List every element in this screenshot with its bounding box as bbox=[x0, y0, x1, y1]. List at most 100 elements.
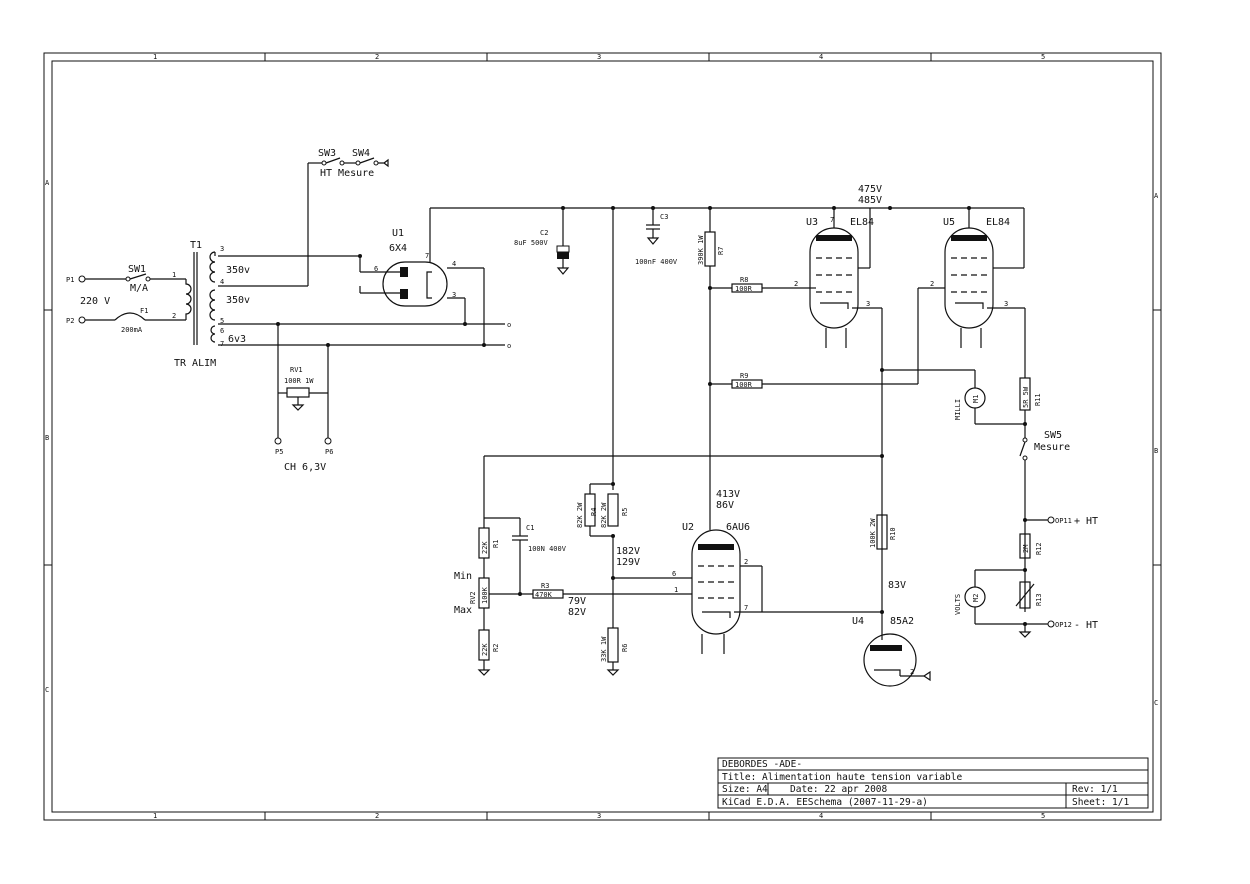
r12-ref: R12 bbox=[1035, 542, 1043, 555]
t1-heater-coil bbox=[210, 325, 216, 343]
t1-pin: 2 bbox=[172, 312, 176, 320]
t1-pin: 7 bbox=[220, 340, 224, 348]
t1-secondary-coil bbox=[209, 251, 216, 283]
rv2-value: 100K bbox=[481, 586, 489, 604]
u4-value: 85A2 bbox=[890, 616, 914, 627]
milli-meter-section: M1 MILLI 5R 5W R11 SW5 Mesure bbox=[880, 368, 1070, 612]
m2-ref: M2 bbox=[972, 594, 980, 602]
max-label: Max bbox=[454, 605, 472, 616]
winding-350-label: 350v bbox=[226, 295, 250, 306]
c2-ref: C2 bbox=[540, 229, 548, 237]
col-label: 3 bbox=[597, 53, 601, 61]
date-text: Date: 22 apr 2008 bbox=[790, 784, 888, 795]
t1-primary-coil bbox=[185, 279, 192, 320]
r6-value: 33K 1W bbox=[600, 636, 608, 662]
heater-voltage-label: CH 6,3V bbox=[284, 462, 326, 473]
p6-connector bbox=[324, 437, 332, 445]
t1-ref: T1 bbox=[190, 240, 202, 251]
r13-ref: R13 bbox=[1035, 593, 1043, 606]
svg-text:o: o bbox=[507, 321, 511, 329]
u1-pin: 6 bbox=[374, 265, 378, 273]
c1-value: 100N 400V bbox=[528, 545, 567, 553]
col-label: 2 bbox=[375, 53, 379, 61]
c3-value: 100nF 400V bbox=[635, 258, 678, 266]
r5-ref: R5 bbox=[621, 508, 629, 516]
row-label: C bbox=[45, 686, 49, 694]
sw1-switch bbox=[129, 273, 147, 280]
u3-el84-tube: U3 EL84 2 7 3 475V 485V bbox=[794, 184, 892, 612]
ht-mesure-label: HT Mesure bbox=[320, 168, 374, 179]
ht-measure-switch: SW3 SW4 HT Mesure bbox=[307, 148, 389, 286]
sw5-ref: SW5 bbox=[1044, 430, 1062, 441]
c1-ref: C1 bbox=[526, 524, 534, 532]
ht-minus-label: - HT bbox=[1074, 620, 1098, 631]
c3-ref: C3 bbox=[660, 213, 668, 221]
col-label: 4 bbox=[819, 53, 823, 61]
u3-pin: 3 bbox=[866, 300, 870, 308]
t1-pin: 5 bbox=[220, 317, 224, 325]
p1-label: P1 bbox=[66, 276, 74, 284]
u5-ref: U5 bbox=[943, 217, 955, 228]
v413-label: 413V bbox=[716, 489, 740, 500]
col-label: 5 bbox=[1041, 812, 1045, 820]
t1-pin: 4 bbox=[220, 278, 224, 286]
r9-value: 100R bbox=[735, 381, 753, 389]
v129-label: 129V bbox=[616, 557, 640, 568]
row-label: A bbox=[45, 179, 50, 187]
p5-connector bbox=[274, 437, 282, 445]
filter-section: C2 8uF 500V C3 100nF 400V 390K 1W R7 bbox=[514, 206, 725, 530]
rv1-heater-balance: RV1 100R 1W P5 P6 CH 6,3V bbox=[274, 322, 333, 473]
author-text: DEBORDES -ADE- bbox=[722, 759, 802, 770]
op12-connector bbox=[1047, 620, 1055, 628]
winding-350-label: 350v bbox=[226, 265, 250, 276]
milli-label: MILLI bbox=[954, 399, 962, 420]
f1-ref: F1 bbox=[140, 307, 148, 315]
t1-secondary-coil bbox=[209, 289, 216, 321]
tool-text: KiCad E.D.A. EESchema (2007-11-29-a) bbox=[722, 797, 928, 808]
u3-ref: U3 bbox=[806, 217, 818, 228]
r11-value: 5R 5W bbox=[1022, 386, 1030, 408]
u5-pin: 3 bbox=[1004, 300, 1008, 308]
v182-label: 182V bbox=[616, 546, 640, 557]
output-section: OP11 + HT 2M R12 R13 M2 VOLTS OP12 - HT bbox=[954, 516, 1098, 638]
u3-pin: 7 bbox=[830, 216, 834, 224]
svg-text:o: o bbox=[507, 342, 511, 350]
rev-text: Rev: 1/1 bbox=[1072, 784, 1118, 795]
row-label: C bbox=[1154, 699, 1158, 707]
r5-value: 82K 2W bbox=[600, 502, 608, 528]
u1-pin: 3 bbox=[452, 291, 456, 299]
col-label: 3 bbox=[597, 812, 601, 820]
rv2-ref: RV2 bbox=[469, 591, 477, 604]
m1-ref: M1 bbox=[972, 395, 980, 403]
t1-pin: 3 bbox=[220, 245, 224, 253]
row-label: B bbox=[1154, 447, 1158, 455]
r7-ref: R7 bbox=[717, 247, 725, 255]
f1-value: 200mA bbox=[121, 326, 143, 334]
sw4-ref: SW4 bbox=[352, 148, 370, 159]
p5-label: P5 bbox=[275, 448, 283, 456]
row-label: A bbox=[1154, 192, 1159, 200]
v86-label: 86V bbox=[716, 500, 734, 511]
screen-resistors: R8 100R R9 100R bbox=[708, 276, 945, 389]
winding-6v3-label: 6v3 bbox=[228, 334, 246, 345]
u2-pin: 1 bbox=[674, 586, 678, 594]
r13-resistor bbox=[1019, 581, 1031, 609]
c2-value: 8uF 500V bbox=[514, 239, 549, 247]
min-label: Min bbox=[454, 571, 472, 582]
t1-name: TR ALIM bbox=[174, 358, 216, 369]
u4-85a2-regulator: U4 85A2 2 bbox=[852, 612, 931, 687]
r2-value: 22K bbox=[481, 643, 489, 656]
r7-resistor bbox=[704, 231, 716, 267]
t1-pin: 1 bbox=[172, 271, 176, 279]
p6-label: P6 bbox=[325, 448, 333, 456]
sw1-value: M/A bbox=[130, 283, 148, 294]
u3-value: EL84 bbox=[850, 217, 874, 228]
r12-value: 2M bbox=[1022, 545, 1030, 553]
op11-connector bbox=[1047, 516, 1055, 524]
sw3-ref: SW3 bbox=[318, 148, 336, 159]
r4-ref: R4 bbox=[590, 508, 598, 516]
sheet-number-text: Sheet: 1/1 bbox=[1072, 797, 1129, 808]
v83-label: 83V bbox=[888, 580, 906, 591]
col-label: 1 bbox=[153, 812, 157, 820]
u4-pin: 2 bbox=[910, 668, 914, 676]
